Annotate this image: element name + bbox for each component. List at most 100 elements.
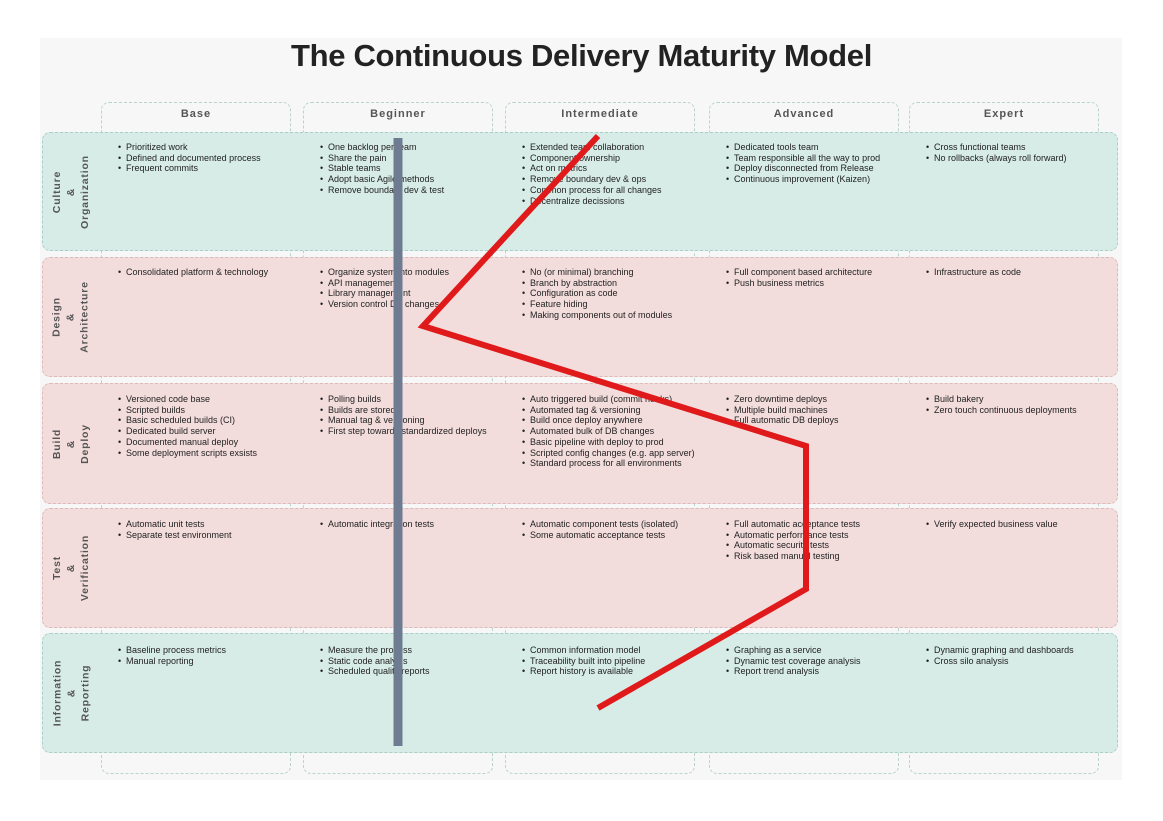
row-label: Design&Architecture	[44, 257, 98, 377]
practice-item: Dedicated build server	[117, 426, 303, 437]
practice-item: Report trend analysis	[725, 666, 911, 677]
practice-item: No (or minimal) branching	[521, 267, 707, 278]
practice-item: Graphing as a service	[725, 645, 911, 656]
column-header: Base	[180, 108, 212, 120]
maturity-cell: Full component based architecturePush bu…	[725, 267, 911, 288]
practice-item: Automated tag & versioning	[521, 405, 707, 416]
practice-item: Act on metrics	[521, 163, 707, 174]
practice-item: Measure the process	[319, 645, 505, 656]
maturity-cell: Infrastructure as code	[925, 267, 1111, 278]
practice-item: Stable teams	[319, 163, 505, 174]
practice-item: Zero downtime deploys	[725, 394, 911, 405]
practice-item: Full automatic DB deploys	[725, 415, 911, 426]
maturity-cell: Graphing as a serviceDynamic test covera…	[725, 645, 911, 677]
practice-item: Standard process for all environments	[521, 458, 707, 469]
row-label: Information&Reporting	[44, 633, 98, 753]
row-label-line: Organization	[79, 154, 91, 229]
practice-item: Automatic unit tests	[117, 519, 303, 530]
practice-item: Making components out of modules	[521, 310, 707, 321]
maturity-cell: Measure the processStatic code analysisS…	[319, 645, 505, 677]
practice-item: Auto triggered build (commit hooks)	[521, 394, 707, 405]
maturity-cell: Full automatic acceptance testsAutomatic…	[725, 519, 911, 562]
practice-item: Deploy disconnected from Release	[725, 163, 911, 174]
practice-item: Manual reporting	[117, 656, 303, 667]
maturity-cell: Verify expected business value	[925, 519, 1111, 530]
row-label-line: Build	[51, 428, 63, 459]
practice-item: Push business metrics	[725, 278, 911, 289]
practice-item: Adopt basic Agile methods	[319, 174, 505, 185]
practice-item: Polling builds	[319, 394, 505, 405]
row-label: Build&Deploy	[44, 383, 98, 504]
practice-item: Frequent commits	[117, 163, 303, 174]
practice-item: First step towards standardized deploys	[319, 426, 505, 437]
maturity-cell: Baseline process metricsManual reporting	[117, 645, 303, 666]
practice-item: No rollbacks (always roll forward)	[925, 153, 1111, 164]
row-label-line: &	[65, 312, 78, 322]
maturity-cell: Automatic component tests (isolated)Some…	[521, 519, 707, 540]
practice-item: Multiple build machines	[725, 405, 911, 416]
practice-item: Common process for all changes	[521, 185, 707, 196]
practice-item: Automated bulk of DB changes	[521, 426, 707, 437]
row-label: Culture&Organization	[44, 132, 98, 251]
practice-item: Scripted config changes (e.g. app server…	[521, 448, 707, 459]
practice-item: Continuous improvement (Kaizen)	[725, 174, 911, 185]
column-header: Beginner	[370, 108, 426, 120]
maturity-cell: Extended team collaborationComponent own…	[521, 142, 707, 206]
maturity-cell: No (or minimal) branchingBranch by abstr…	[521, 267, 707, 321]
page-title: The Continuous Delivery Maturity Model	[290, 38, 873, 73]
row-label-line: Verification	[79, 534, 92, 602]
practice-item: Infrastructure as code	[925, 267, 1111, 278]
practice-item: Library management	[319, 288, 505, 299]
column-header: Advanced	[773, 108, 835, 120]
row-label-line: &	[65, 187, 77, 196]
practice-item: Basic scheduled builds (CI)	[117, 415, 303, 426]
practice-item: Versioned code base	[117, 394, 303, 405]
practice-item: Baseline process metrics	[117, 645, 303, 656]
maturity-cell: Build bakeryZero touch continuous deploy…	[925, 394, 1111, 415]
maturity-cell: Automatic integration tests	[319, 519, 505, 530]
practice-item: Full automatic acceptance tests	[725, 519, 911, 530]
practice-item: Traceability built into pipeline	[521, 656, 707, 667]
practice-item: Cross functional teams	[925, 142, 1111, 153]
practice-item: Dynamic test coverage analysis	[725, 656, 911, 667]
practice-item: Automatic component tests (isolated)	[521, 519, 707, 530]
maturity-cell: Dedicated tools teamTeam responsible all…	[725, 142, 911, 185]
practice-item: Automatic integration tests	[319, 519, 505, 530]
practice-item: Report history is available	[521, 666, 707, 677]
maturity-cell: Consolidated platform & technology	[117, 267, 303, 278]
practice-item: Some automatic acceptance tests	[521, 530, 707, 541]
row-label-line: Architecture	[79, 281, 92, 353]
practice-item: Scripted builds	[117, 405, 303, 416]
row-label-line: Deploy	[79, 423, 91, 464]
practice-item: Consolidated platform & technology	[117, 267, 303, 278]
maturity-cell: Auto triggered build (commit hooks)Autom…	[521, 394, 707, 469]
column-header: Intermediate	[561, 108, 639, 120]
row-label-line: Culture	[51, 170, 63, 213]
practice-item: Cross silo analysis	[925, 656, 1111, 667]
practice-item: Common information model	[521, 645, 707, 656]
practice-item: Prioritized work	[117, 142, 303, 153]
maturity-cell: Polling buildsBuilds are storedManual ta…	[319, 394, 505, 437]
practice-item: Configuration as code	[521, 288, 707, 299]
practice-item: Manual tag & versioning	[319, 415, 505, 426]
practice-item: Automatic security tests	[725, 540, 911, 551]
row-label-line: Test	[51, 555, 64, 581]
row-label-line: Reporting	[79, 664, 92, 722]
row-label-line: &	[65, 688, 78, 698]
practice-item: Builds are stored	[319, 405, 505, 416]
practice-item: Separate test environment	[117, 530, 303, 541]
practice-item: Risk based manual testing	[725, 551, 911, 562]
practice-item: Some deployment scripts exsists	[117, 448, 303, 459]
column-header: Expert	[983, 108, 1025, 120]
practice-item: Branch by abstraction	[521, 278, 707, 289]
row-label-line: Information	[51, 659, 64, 727]
practice-item: Automatic performance tests	[725, 530, 911, 541]
maturity-cell: Automatic unit testsSeparate test enviro…	[117, 519, 303, 540]
practice-item: Extended team collaboration	[521, 142, 707, 153]
practice-item: Organize system into modules	[319, 267, 505, 278]
practice-item: Defined and documented process	[117, 153, 303, 164]
practice-item: Documented manual deploy	[117, 437, 303, 448]
maturity-cell: Organize system into modulesAPI manageme…	[319, 267, 505, 310]
maturity-cell: One backlog per teamShare the painStable…	[319, 142, 505, 196]
maturity-cell: Dynamic graphing and dashboardsCross sil…	[925, 645, 1111, 666]
